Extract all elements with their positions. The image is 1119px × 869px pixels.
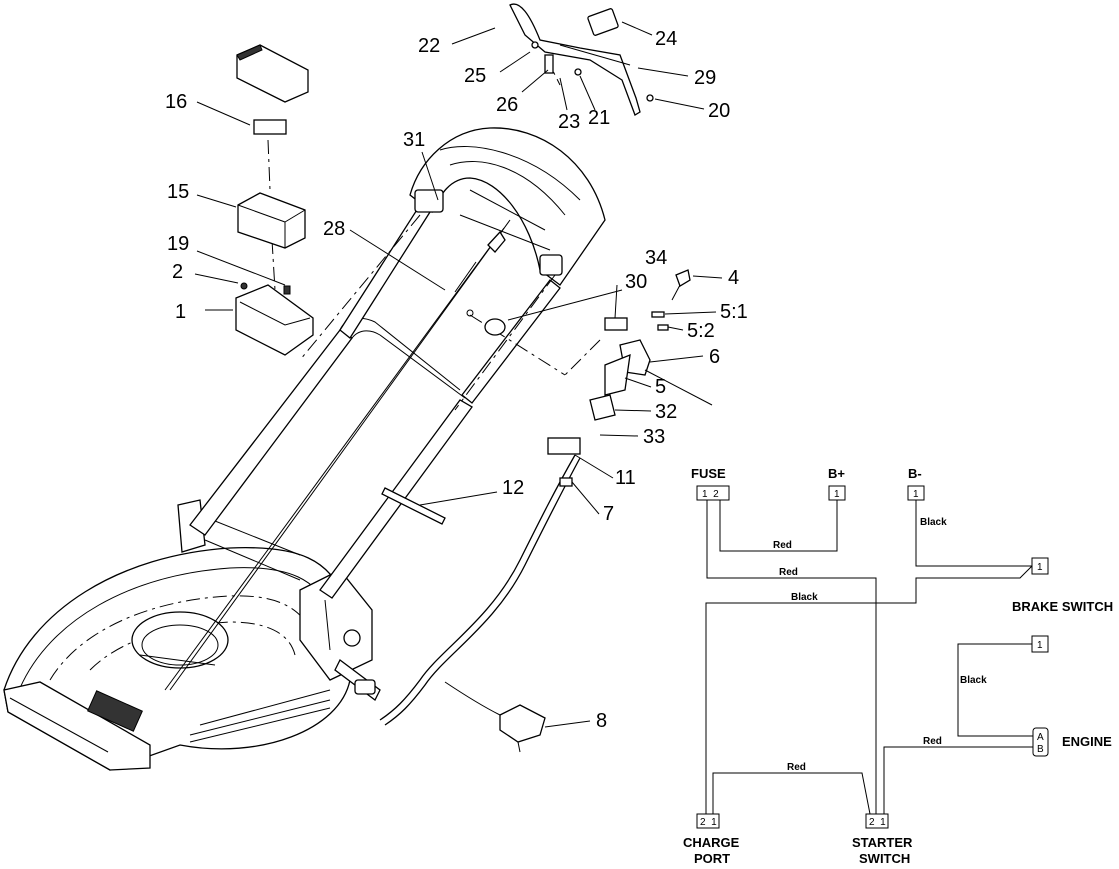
switch-assembly	[444, 269, 713, 753]
callout-21: 21	[588, 107, 610, 129]
starter-switch-label-1: STARTER	[852, 835, 913, 850]
bminus-pin: 1	[913, 489, 919, 500]
callout-20: 20	[708, 100, 730, 122]
callout-19: 19	[167, 233, 189, 255]
starter-switch-connector	[865, 813, 889, 829]
engine-pin-a: A	[1037, 732, 1044, 743]
callout-25: 25	[464, 65, 486, 87]
brake-switch-pin-bottom: 1	[1037, 640, 1043, 651]
wiring-schematic: FUSE B+ B- BRAKE SWITCH ENGINE CHARGE PO…	[683, 466, 1113, 866]
charge-port-pins: 2 1	[700, 817, 717, 828]
wire-brake2-engine	[957, 643, 1033, 737]
engine-connector	[1032, 727, 1049, 757]
wire-charge-starter	[712, 772, 871, 815]
wire-label-starter-engine: Red	[923, 736, 942, 747]
charge-port-label-2: PORT	[694, 851, 730, 866]
bplus-pin: 1	[834, 489, 840, 500]
callout-7: 7	[603, 503, 614, 525]
callout-5: 5	[655, 376, 666, 398]
brake-switch-label: BRAKE SWITCH	[1012, 599, 1113, 614]
callout-15: 15	[167, 181, 189, 203]
wire-starter-engine	[883, 746, 1033, 814]
callout-16: 16	[165, 91, 187, 113]
callout-5-2: 5:2	[687, 320, 715, 342]
callout-29: 29	[694, 67, 716, 89]
wire-label-brake2-engine: Black	[960, 675, 987, 686]
callout-8: 8	[596, 710, 607, 732]
fuse-pins: 1 2	[702, 489, 719, 500]
bminus-label: B-	[908, 466, 922, 481]
engine-label: ENGINE	[1062, 734, 1112, 749]
engine-pin-b: B	[1037, 744, 1044, 755]
wire-fuse2-bplus	[719, 500, 838, 552]
callout-24: 24	[655, 28, 677, 50]
fuse-connector	[696, 485, 730, 501]
wire-label-fuse2-bplus: Red	[773, 540, 792, 551]
wire-label-brake-charge: Black	[791, 592, 818, 603]
callout-11: 11	[615, 467, 636, 489]
callout-1: 1	[175, 301, 186, 323]
callout-2: 2	[172, 261, 183, 283]
callout-23: 23	[558, 111, 580, 133]
battery-assembly	[235, 44, 314, 356]
starter-switch-label-2: SWITCH	[859, 851, 910, 866]
callout-30: 30	[625, 271, 647, 293]
wire-fuse1-starter	[706, 500, 877, 814]
fuse-label: FUSE	[691, 466, 726, 481]
wire-bminus-brake	[915, 500, 1032, 567]
callout-28: 28	[323, 218, 345, 240]
starter-switch-pins: 2 1	[869, 817, 886, 828]
callout-leaders	[194, 21, 723, 728]
callout-12: 12	[502, 477, 524, 499]
mower-illustration	[3, 54, 606, 771]
wire-label-bminus-brake: Black	[920, 517, 947, 528]
callout-4: 4	[728, 267, 739, 289]
charge-port-label-1: CHARGE	[683, 835, 740, 850]
callout-31: 31	[403, 129, 425, 151]
brake-switch-pin-top: 1	[1037, 562, 1043, 573]
callout-33: 33	[643, 426, 665, 448]
callout-26: 26	[496, 94, 518, 116]
callout-5-1: 5:1	[720, 301, 748, 323]
callout-32: 32	[655, 401, 677, 423]
wire-brake-charge	[705, 565, 1033, 814]
callout-34: 34	[645, 247, 667, 269]
callout-numbers: 1 2 19 15 16 28 31 22 25 26 23 21 24 29 …	[165, 28, 748, 732]
charge-port-connector	[696, 813, 720, 829]
bplus-label: B+	[828, 466, 845, 481]
callout-6: 6	[709, 346, 720, 368]
wire-label-charge-starter: Red	[787, 762, 806, 773]
bail-assembly	[509, 3, 654, 116]
wire-label-fuse1-starter: Red	[779, 567, 798, 578]
callout-22: 22	[418, 35, 440, 57]
